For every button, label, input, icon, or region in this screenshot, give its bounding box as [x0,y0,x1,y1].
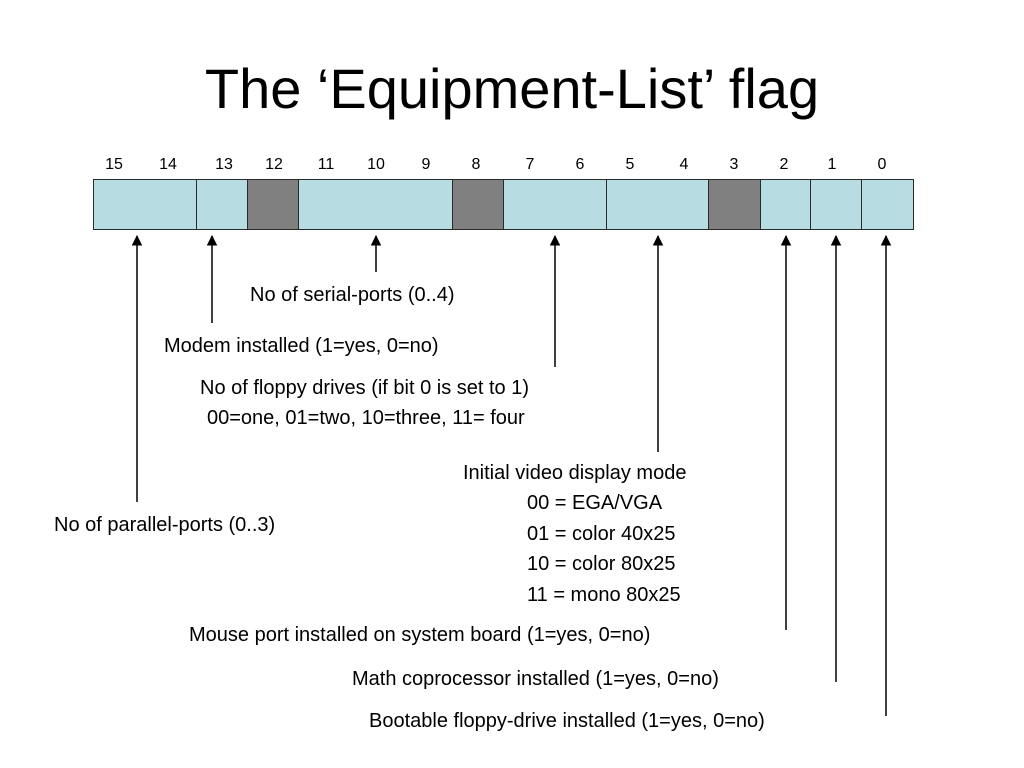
label-bootable-floppy: Bootable floppy-drive installed (1=yes, … [369,710,765,732]
bit-number-12: 12 [265,156,283,173]
label-video-mode-title: Initial video display mode [463,462,687,484]
label-floppy-count-line1: No of floppy drives (if bit 0 is set to … [200,377,530,399]
bit-number-13: 13 [215,156,233,173]
field-reserved-bit-3 [708,179,761,230]
bit-number-15: 15 [105,156,123,173]
slide-title: The ‘Equipment-List’ flag [204,57,820,120]
bit-number-6: 6 [575,156,585,173]
label-modem: Modem installed (1=yes, 0=no) [164,335,439,357]
bit-number-10: 10 [367,156,385,173]
field-math-coprocessor [810,179,862,230]
bit-number-2: 2 [779,156,789,173]
label-video-mode-10: 10 = color 80x25 [527,553,676,575]
field-bootable-floppy [861,179,914,230]
label-math-coprocessor: Math coprocessor installed (1=yes, 0=no) [352,668,719,690]
field-modem [196,179,248,230]
field-reserved-bit-12 [247,179,299,230]
label-video-mode-11: 11 = mono 80x25 [527,584,681,606]
label-parallel-ports: No of parallel-ports (0..3) [54,514,276,536]
bit-number-1: 1 [827,156,837,173]
label-video-mode-01: 01 = color 40x25 [527,523,676,545]
label-floppy-count-line2: 00=one, 01=two, 10=three, 11= four [207,407,525,429]
field-mouse-port [760,179,811,230]
label-video-mode-00: 00 = EGA/VGA [527,492,663,514]
bit-number-0: 0 [877,156,887,173]
bit-number-3: 3 [729,156,739,173]
field-floppy-count [503,179,607,230]
field-parallel-ports [93,179,197,230]
bit-number-8: 8 [471,156,481,173]
bit-number-5: 5 [625,156,635,173]
bit-number-11: 11 [317,156,335,173]
bit-number-7: 7 [525,156,535,173]
bit-number-14: 14 [159,156,177,173]
bit-number-9: 9 [421,156,431,173]
bit-number-4: 4 [679,156,689,173]
field-reserved-bit-8 [452,179,504,230]
label-serial-ports: No of serial-ports (0..4) [250,284,455,306]
label-mouse-port: Mouse port installed on system board (1=… [189,624,651,646]
field-serial-ports [298,179,453,230]
